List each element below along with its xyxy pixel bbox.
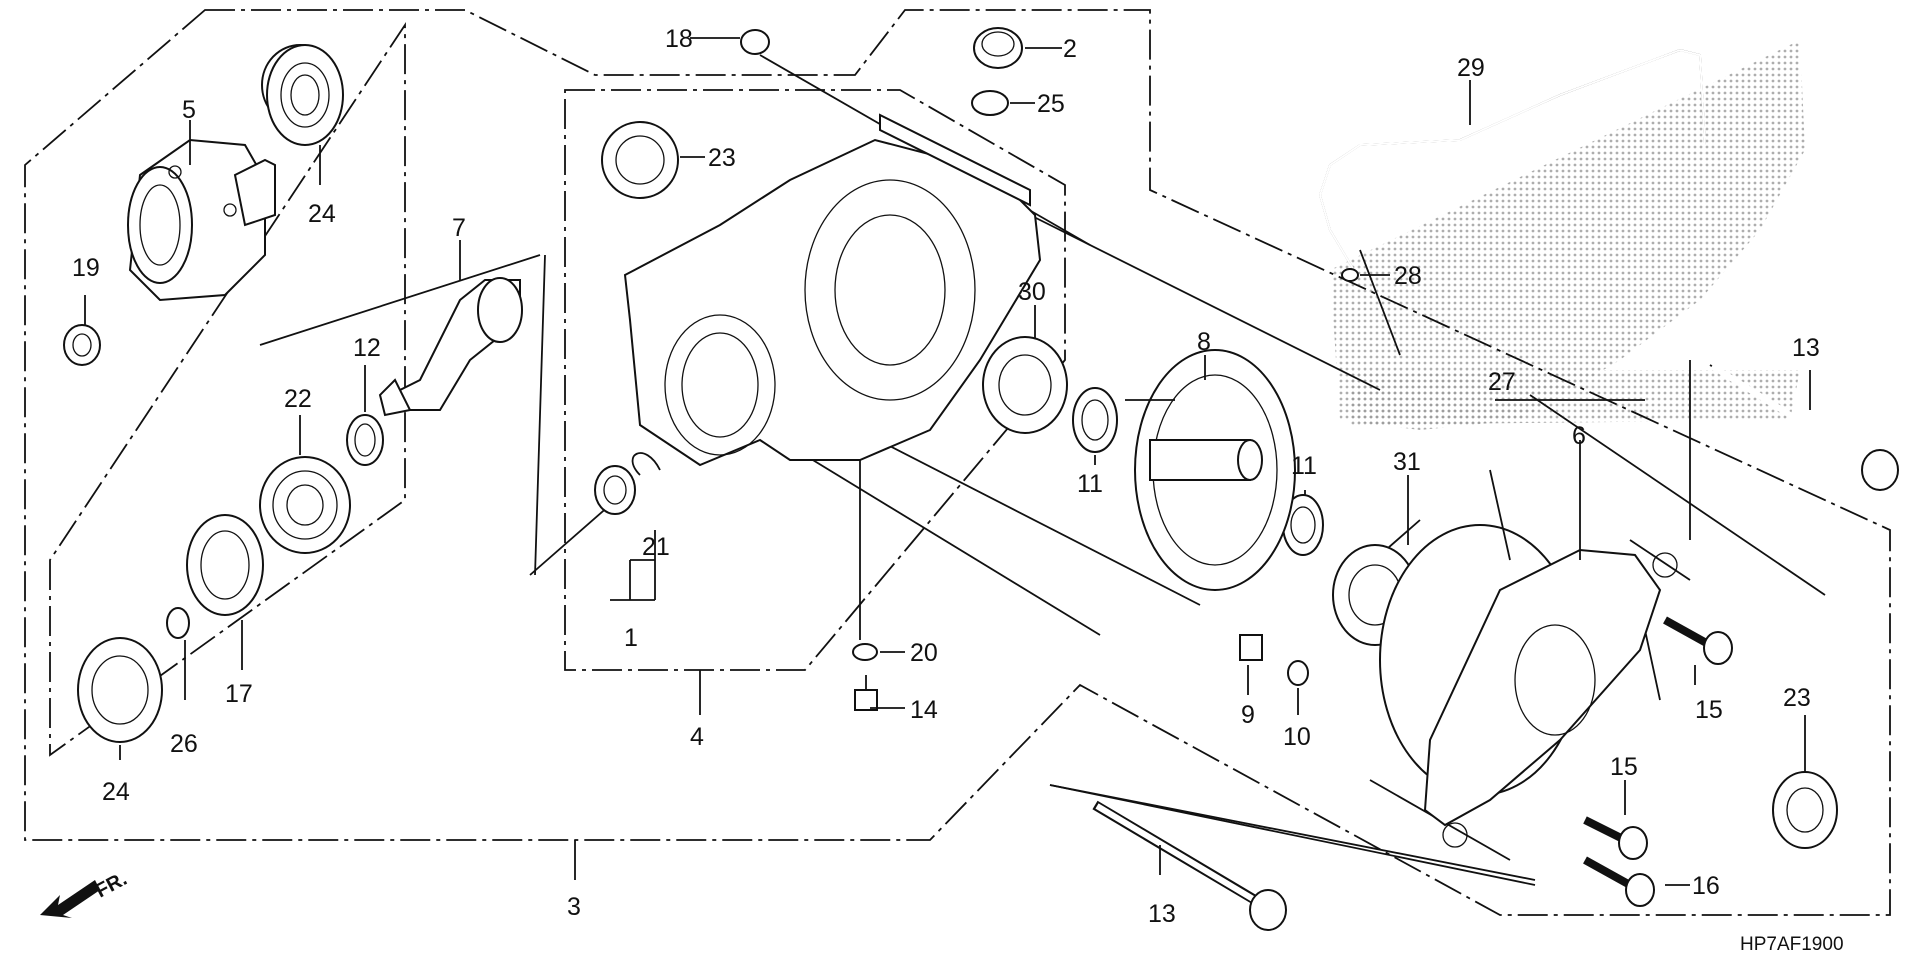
callout-2: 2 [1063,35,1077,63]
part-9-bolt [1239,634,1263,661]
part-25-o-ring [971,90,1009,116]
brand-wing-watermark-icon [1330,40,1805,430]
part-17-locknut [186,514,264,616]
callout-4: 4 [690,723,704,751]
callout-28: 28 [1394,262,1422,290]
callout-5: 5 [182,96,196,124]
callout-23-upper: 23 [708,144,736,172]
part-16-bolt [1583,856,1655,907]
callout-12: 12 [353,334,381,362]
callout-3: 3 [567,893,581,921]
callout-19: 19 [72,254,100,282]
part-13-bolt-lower [1092,800,1287,931]
callout-24-lower: 24 [102,778,130,806]
part-19-nut [63,324,101,366]
part-28-clip [1341,268,1359,282]
part-22-bearing [259,456,351,554]
part-12-washer [346,414,384,466]
part-20-washer [852,643,878,661]
assembly-outline-pinion-group [49,22,406,757]
direction-arrow-icon [40,880,100,918]
callout-26: 26 [170,730,198,758]
part-15-bolt-lower [1583,816,1648,860]
part-23-bearing-upper [601,121,679,199]
part-5-flange [127,138,276,302]
part-11-shim-right [1282,494,1324,556]
callout-14: 14 [910,696,938,724]
callout-labels: 18 2 25 23 5 24 19 7 12 22 30 8 11 11 31… [72,25,1820,928]
part-27-gasket [1489,469,1511,561]
part-24-oil-seal-upper [261,44,344,146]
callout-11-left: 11 [1077,470,1103,498]
callout-21: 21 [642,533,670,561]
callout-10: 10 [1283,723,1311,751]
callout-15-lower: 15 [1610,753,1638,781]
callout-30: 30 [1018,278,1046,306]
part-13-bolt-upper [1709,363,1899,491]
callout-8: 8 [1197,328,1211,356]
callout-1: 1 [624,624,638,652]
part-30-bearing [982,336,1068,434]
part-24-oil-seal-lower [77,637,163,743]
part-4-gear-case [623,113,1042,467]
part-26-o-ring [166,607,190,639]
callout-13-upper: 13 [1792,334,1820,362]
part-7-pinion-gear [378,277,523,417]
part-29-breather-tube [1318,48,1706,273]
callout-20: 20 [910,639,938,667]
part-14-drain-bolt [854,675,878,711]
callout-31: 31 [1393,448,1421,476]
part-2-cap [973,27,1023,69]
callout-29: 29 [1457,54,1485,82]
callout-16: 16 [1692,872,1720,900]
callout-27: 27 [1488,368,1516,396]
part-23-seal-lower [1772,771,1838,849]
direction-label: FR. [92,868,131,903]
part-21-circlip [631,452,661,476]
diagram-code: HP7AF1900 [1740,934,1844,955]
part-15-bolt-upper [1663,616,1733,665]
callout-15-upper: 15 [1695,696,1723,724]
part-8-ring-gear [1134,349,1296,591]
assembly-outline-3 [24,9,1891,916]
part-18-bolt [740,29,770,55]
callout-23-lower: 23 [1783,684,1811,712]
callout-17: 17 [225,680,253,708]
callout-22: 22 [284,385,312,413]
callout-13-lower: 13 [1148,900,1176,928]
callout-6: 6 [1572,422,1586,450]
part-11-shim-left [1072,387,1118,453]
part-10-washer [1287,660,1309,686]
callout-9: 9 [1241,701,1255,729]
callout-25: 25 [1037,90,1065,118]
callout-stubs [84,37,1811,886]
callout-18: 18 [665,25,693,53]
callout-11-right: 11 [1291,452,1317,480]
callout-24-upper: 24 [308,200,336,228]
assembly-outline-4 [564,89,1066,671]
part-1-collar [594,465,636,515]
part-6-case-cover [1379,524,1678,848]
callout-7: 7 [452,214,466,242]
